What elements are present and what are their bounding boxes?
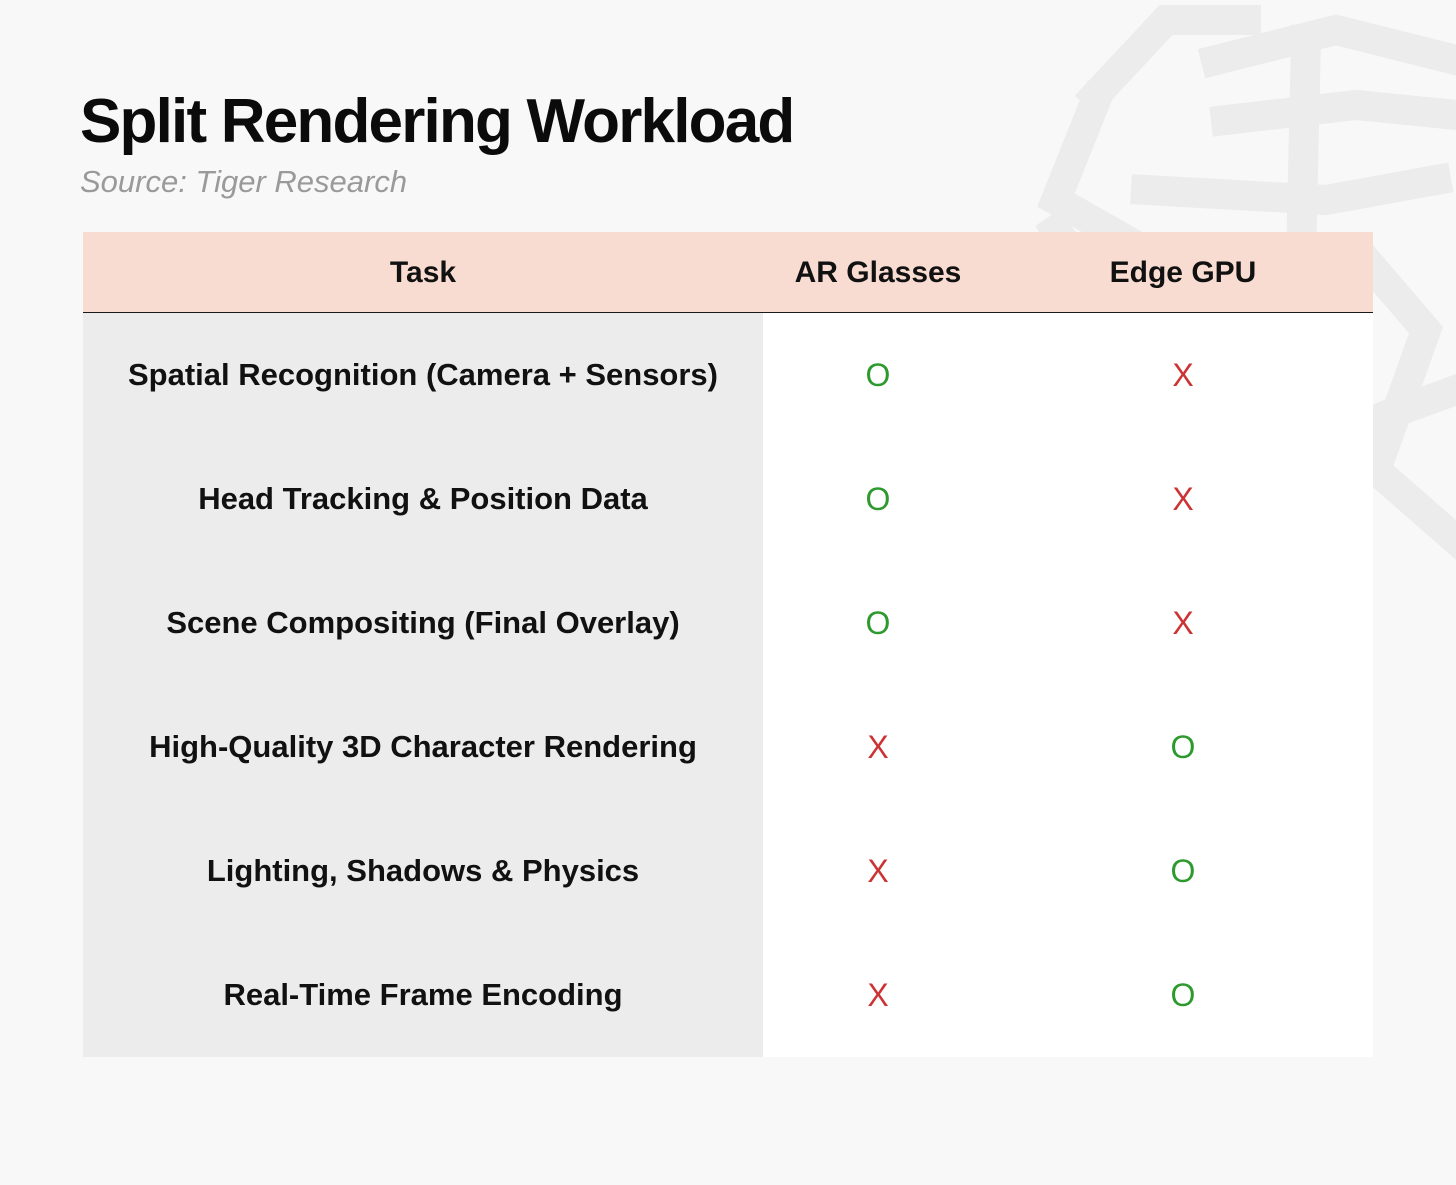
- edge-gpu-mark: X: [1172, 481, 1194, 517]
- task-cell: High-Quality 3D Character Rendering: [149, 729, 697, 764]
- edge-gpu-mark: O: [1170, 977, 1196, 1013]
- header-ar-glasses: AR Glasses: [794, 256, 962, 289]
- header-task: Task: [389, 256, 457, 289]
- ar-glasses-mark: X: [867, 729, 889, 765]
- source-caption: Source: Tiger Research: [80, 164, 408, 199]
- task-cell: Real-Time Frame Encoding: [223, 977, 623, 1012]
- ar-glasses-mark: O: [865, 481, 891, 517]
- task-cell: Scene Compositing (Final Overlay): [166, 605, 680, 640]
- edge-gpu-mark: O: [1170, 729, 1196, 765]
- task-cell: Head Tracking & Position Data: [198, 481, 648, 516]
- task-cell: Spatial Recognition (Camera + Sensors): [127, 357, 718, 392]
- table-row: High-Quality 3D Character Rendering X O: [83, 685, 1373, 809]
- table-row: Spatial Recognition (Camera + Sensors) O…: [83, 313, 1373, 437]
- page-title: Split Rendering Workload: [80, 87, 795, 156]
- ar-glasses-mark: X: [867, 977, 889, 1013]
- table-row: Real-Time Frame Encoding X O: [83, 933, 1373, 1057]
- ar-glasses-mark: O: [865, 605, 891, 641]
- task-cell: Lighting, Shadows & Physics: [206, 853, 640, 888]
- table-row: Head Tracking & Position Data O X: [83, 437, 1373, 561]
- table-row: Lighting, Shadows & Physics X O: [83, 809, 1373, 933]
- edge-gpu-mark: X: [1172, 357, 1194, 393]
- table-header: Task AR Glasses Edge GPU: [83, 232, 1373, 313]
- edge-gpu-mark: O: [1170, 853, 1196, 889]
- table-row: Scene Compositing (Final Overlay) O X: [83, 561, 1373, 685]
- edge-gpu-mark: X: [1172, 605, 1194, 641]
- task-column-background: [83, 313, 763, 1057]
- ar-glasses-mark: X: [867, 853, 889, 889]
- ar-glasses-mark: O: [865, 357, 891, 393]
- header-edge-gpu: Edge GPU: [1109, 256, 1257, 289]
- workload-table: Task AR Glasses Edge GPU Spatial Recogni…: [83, 232, 1373, 1057]
